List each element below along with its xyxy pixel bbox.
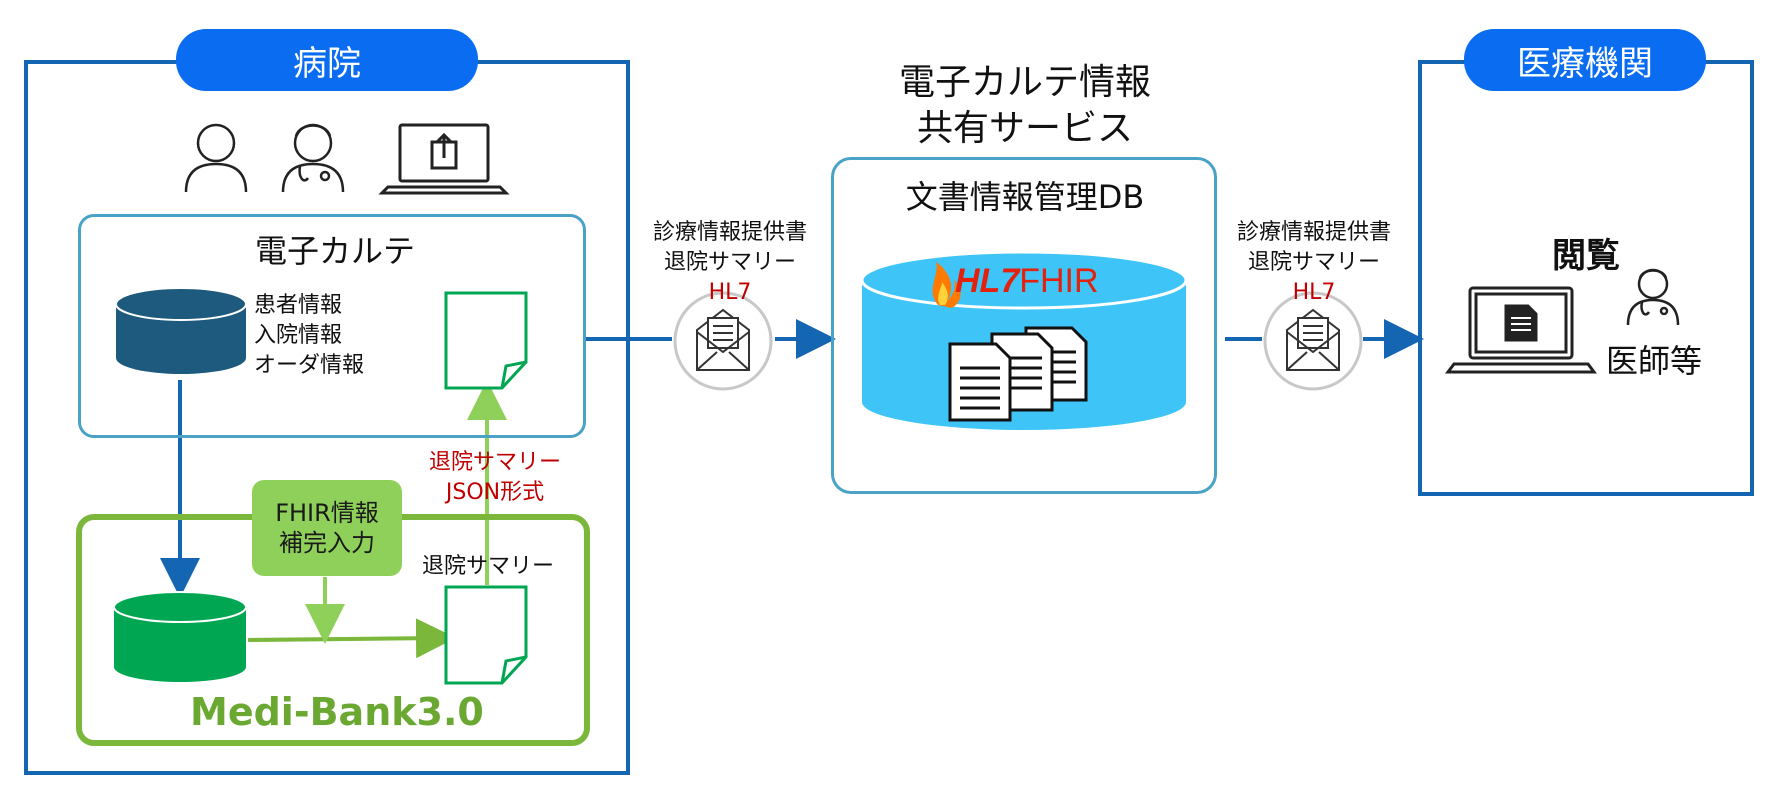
institution-frame xyxy=(1418,60,1754,496)
emr-title: 電子カルテ xyxy=(254,232,415,270)
patient-icon xyxy=(184,123,248,193)
envelope-icon-left xyxy=(673,291,773,391)
medibank-database-icon xyxy=(113,591,247,682)
view-label: 閲覧 xyxy=(1552,236,1620,276)
json-annotation: 退院サマリー JSON形式 xyxy=(420,448,570,508)
message-left-label: 診療情報提供書 退院サマリー HL7 xyxy=(630,218,830,308)
service-title-line2: 共有サービス xyxy=(916,108,1133,149)
emr-items-list: 患者情報 入院情報 オーダ情報 xyxy=(254,291,364,381)
json-annotation-line2: JSON形式 xyxy=(445,480,545,505)
hospital-title: 病院 xyxy=(176,29,478,91)
emr-database-icon xyxy=(115,287,247,374)
envelope-icon-right xyxy=(1263,291,1363,391)
emr-document-icon xyxy=(444,291,528,390)
laptop-document-icon xyxy=(1445,286,1597,374)
doctor-icon-institution xyxy=(1626,268,1680,326)
service-db-box xyxy=(831,157,1217,494)
documents-stack-icon xyxy=(948,326,1088,422)
service-db-title: 文書情報管理DB xyxy=(905,178,1145,216)
medibank-name: Medi-Bank3.0 xyxy=(190,690,484,734)
institution-title: 医療機関 xyxy=(1464,29,1706,91)
fhir-logo-fhir: FHIR xyxy=(1019,262,1099,300)
message-right-line2: 退院サマリー xyxy=(1247,250,1380,275)
emr-item-admission: 入院情報 xyxy=(254,323,343,348)
message-left-line1: 診療情報提供書 xyxy=(652,220,807,245)
emr-item-patient: 患者情報 xyxy=(254,293,343,318)
emr-box xyxy=(78,214,586,438)
message-left-line2: 退院サマリー xyxy=(663,250,796,275)
fhir-input-box: FHIR情報 補完入力 xyxy=(252,480,402,576)
doctor-label: 医師等 xyxy=(1606,342,1703,380)
fhir-input-line2: 補完入力 xyxy=(279,529,375,557)
message-right-label: 診療情報提供書 退院サマリー HL7 xyxy=(1214,218,1414,308)
emr-item-order: オーダ情報 xyxy=(254,353,365,378)
fhir-input-line1: FHIR情報 xyxy=(275,499,379,527)
message-left-hl7: HL7 xyxy=(708,280,752,305)
summary-label: 退院サマリー xyxy=(422,554,555,579)
message-right-line1: 診療情報提供書 xyxy=(1236,220,1391,245)
message-right-hl7: HL7 xyxy=(1292,280,1336,305)
service-title-line1: 電子カルテ情報 xyxy=(898,62,1151,103)
fhir-logo-hl7: HL7 xyxy=(955,262,1020,300)
json-annotation-line1: 退院サマリー xyxy=(428,450,561,475)
fhir-flame-icon xyxy=(932,262,961,308)
summary-document-icon xyxy=(444,585,528,685)
service-title: 電子カルテ情報 共有サービス xyxy=(860,60,1190,152)
laptop-upload-icon xyxy=(378,123,510,195)
fhir-logo: HL7FHIR xyxy=(955,262,1099,301)
doctor-icon xyxy=(281,123,345,193)
